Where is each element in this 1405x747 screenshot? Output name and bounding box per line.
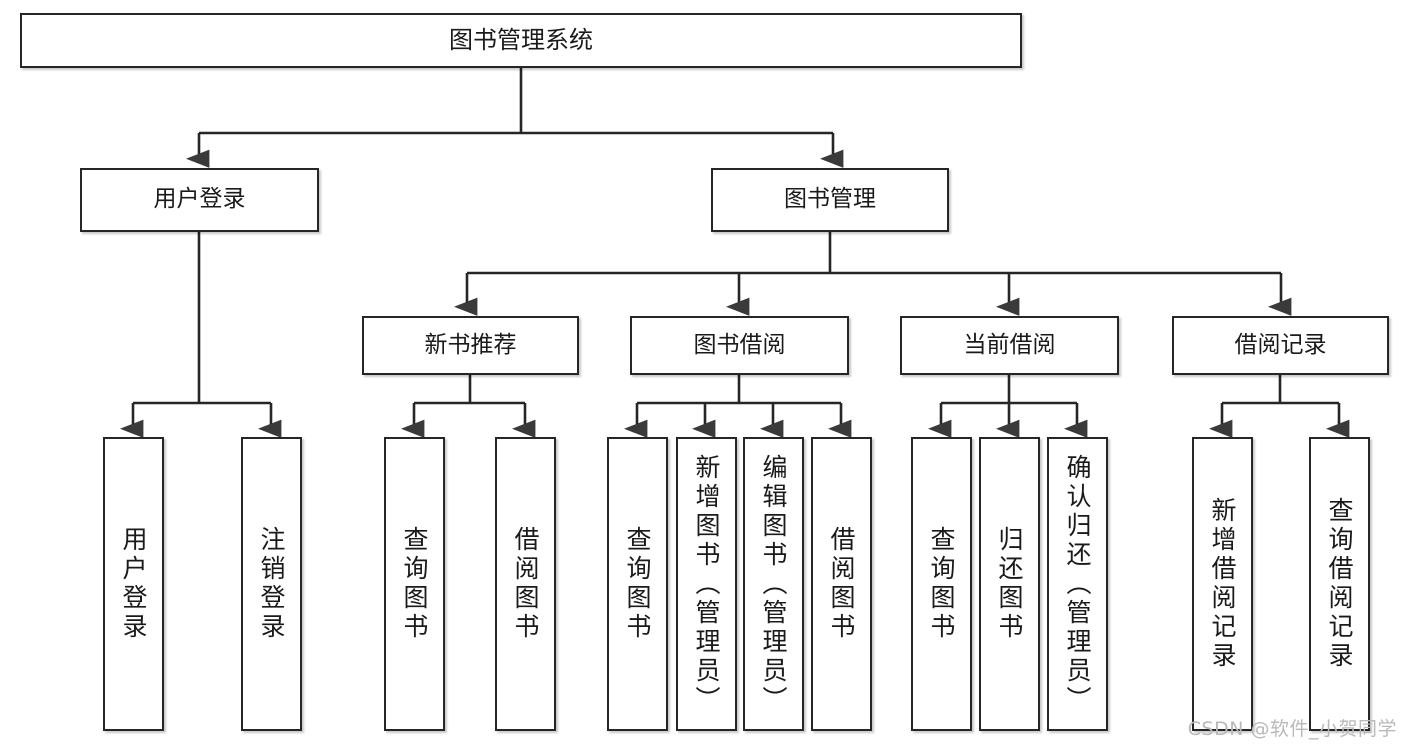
node-label: 新增借阅记录 — [1208, 497, 1237, 671]
node-label: 用户登录 — [119, 526, 148, 642]
node-root[interactable]: 图书管理系统 — [20, 13, 1022, 68]
node-new-book-recommend[interactable]: 新书推荐 — [362, 316, 579, 375]
node-leaf-edit-book-admin[interactable]: 编辑图书（管理员） — [743, 437, 804, 731]
node-label: 查询图书 — [927, 526, 956, 642]
node-leaf-borrow-book-2[interactable]: 借阅图书 — [811, 437, 872, 731]
node-current-borrow[interactable]: 当前借阅 — [900, 316, 1119, 375]
node-label: 用户登录 — [153, 186, 246, 213]
node-label: 确认归还（管理员） — [1063, 453, 1092, 715]
node-label: 查询借阅记录 — [1325, 497, 1354, 671]
node-label: 归还图书 — [995, 526, 1024, 642]
node-label: 新书推荐 — [424, 331, 517, 358]
node-leaf-query-book-3[interactable]: 查询图书 — [911, 437, 972, 731]
node-label: 图书借阅 — [693, 331, 786, 358]
node-label: 注销登录 — [257, 526, 286, 642]
node-label: 借阅记录 — [1234, 331, 1327, 358]
node-leaf-add-book-admin[interactable]: 新增图书（管理员） — [676, 437, 737, 731]
node-label: 查询图书 — [400, 526, 429, 642]
node-label: 借阅图书 — [827, 526, 856, 642]
node-leaf-query-borrow-record[interactable]: 查询借阅记录 — [1309, 437, 1370, 731]
node-label: 编辑图书（管理员） — [759, 453, 788, 715]
node-leaf-return-book[interactable]: 归还图书 — [979, 437, 1040, 731]
node-leaf-query-book-2[interactable]: 查询图书 — [607, 437, 668, 731]
node-leaf-logout[interactable]: 注销登录 — [241, 437, 302, 731]
node-book-borrow[interactable]: 图书借阅 — [630, 316, 849, 375]
node-user-login[interactable]: 用户登录 — [80, 168, 319, 232]
node-book-management[interactable]: 图书管理 — [711, 168, 949, 232]
node-leaf-borrow-book-1[interactable]: 借阅图书 — [495, 437, 556, 731]
node-label: 当前借阅 — [963, 331, 1056, 358]
node-label: 新增图书（管理员） — [692, 453, 721, 715]
node-label: 借阅图书 — [511, 526, 540, 642]
node-label: 图书管理 — [784, 186, 876, 213]
node-label: 查询图书 — [623, 526, 652, 642]
node-leaf-add-borrow-record[interactable]: 新增借阅记录 — [1192, 437, 1253, 731]
node-leaf-user-login[interactable]: 用户登录 — [103, 437, 164, 731]
node-borrow-records[interactable]: 借阅记录 — [1172, 316, 1389, 375]
node-leaf-confirm-return-admin[interactable]: 确认归还（管理员） — [1047, 437, 1108, 731]
node-leaf-query-book-1[interactable]: 查询图书 — [384, 437, 445, 731]
node-label: 图书管理系统 — [449, 26, 593, 55]
